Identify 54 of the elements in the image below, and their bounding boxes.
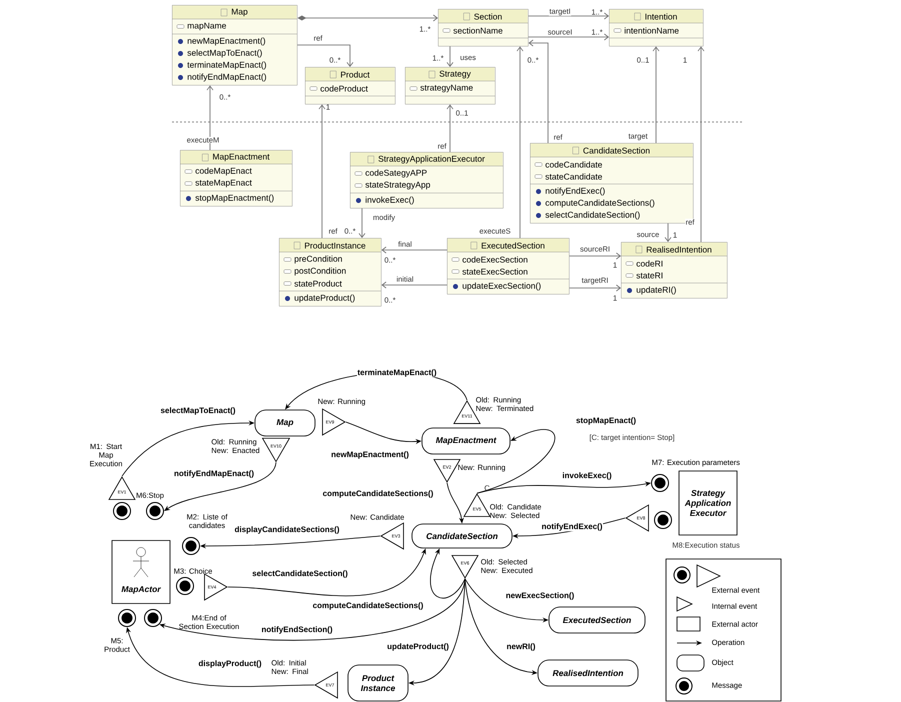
operation-label: newExecSection() bbox=[505, 592, 575, 600]
operation-label: notifyEndMapEnact() bbox=[174, 470, 254, 478]
association-arrow bbox=[206, 85, 214, 150]
association-arrow bbox=[528, 40, 548, 144]
object-box: Product Instance bbox=[348, 664, 408, 702]
class-box: Section sectionName bbox=[438, 9, 528, 46]
class-box: Product codeProduct bbox=[304, 67, 396, 104]
object-box: MapEnactment bbox=[422, 428, 510, 454]
association-arrow bbox=[528, 34, 610, 40]
association-arrow bbox=[652, 46, 660, 144]
class-box: RealisedIntention codeRI stateRI updateRI() bbox=[620, 242, 728, 298]
actor-box: MapActor bbox=[112, 540, 170, 604]
class-box: StrategyApplicationExecutor codeSategyAPP stateStrategyApp invokeExec() bbox=[350, 152, 504, 208]
association-arrow bbox=[318, 104, 326, 238]
association-arrow bbox=[528, 12, 610, 20]
operation-label: invokeExec() bbox=[562, 472, 612, 480]
operation-label: selectCandidateSection() bbox=[252, 570, 348, 578]
object-box: CandidateSection bbox=[412, 524, 512, 548]
class-box: ExecutedSection codeExecSection stateExecSection updateExecSection() bbox=[446, 238, 570, 294]
actor-box: Strategy Application Executor bbox=[678, 470, 738, 536]
operation-label: notifyEndExec() bbox=[541, 522, 603, 532]
operation-label: stopMapEnact() bbox=[576, 416, 636, 426]
operation-label: displayProduct() bbox=[198, 660, 262, 668]
operation-label: terminateMapEnact() bbox=[356, 368, 438, 378]
operation-label: updateProduct() bbox=[386, 642, 450, 652]
association-arrow bbox=[664, 223, 672, 242]
operation-label: selectMapToEnact() bbox=[160, 406, 236, 416]
operation-label: computeCandidateSections() bbox=[312, 602, 424, 610]
association-arrow bbox=[698, 46, 704, 242]
association-arrow bbox=[446, 46, 454, 67]
association-arrow bbox=[569, 284, 621, 292]
operation-label: displayCandidateSections() bbox=[234, 526, 340, 534]
operation-label: newMapEnactment() bbox=[330, 450, 410, 460]
class-box: Strategy strategyName bbox=[404, 67, 496, 104]
operation-label: newRI() bbox=[506, 642, 536, 652]
message-circle bbox=[113, 502, 131, 520]
object-box: Map bbox=[254, 410, 316, 436]
object-box: ExecutedSection bbox=[548, 606, 646, 634]
association-arrow bbox=[381, 282, 448, 288]
message-circle bbox=[654, 511, 672, 529]
operation-label: notifyEndSection() bbox=[260, 626, 334, 634]
class-box: MapEnactment codeMapEnact stateMapEnact stopMapEnactment() bbox=[180, 150, 292, 206]
association-arrow bbox=[381, 246, 448, 254]
association-arrow bbox=[569, 252, 621, 260]
operation-label: computeCandidateSections() bbox=[322, 490, 434, 498]
operation-arrow bbox=[164, 462, 276, 511]
association-arrow bbox=[358, 208, 366, 238]
class-box: Intention intentionName bbox=[608, 9, 704, 46]
association-arrow bbox=[446, 104, 454, 152]
class-box: Map mapName newMapEnactment() selectMapToEnact() terminateMapEnact() notifyEndMapEnact() bbox=[172, 5, 298, 86]
association-arrow bbox=[516, 46, 524, 238]
object-box: RealisedIntention bbox=[538, 660, 638, 686]
association-arrow bbox=[297, 44, 354, 67]
class-box: ProductInstance preCondition postCondition stateProduct updateProduct() bbox=[278, 238, 382, 306]
